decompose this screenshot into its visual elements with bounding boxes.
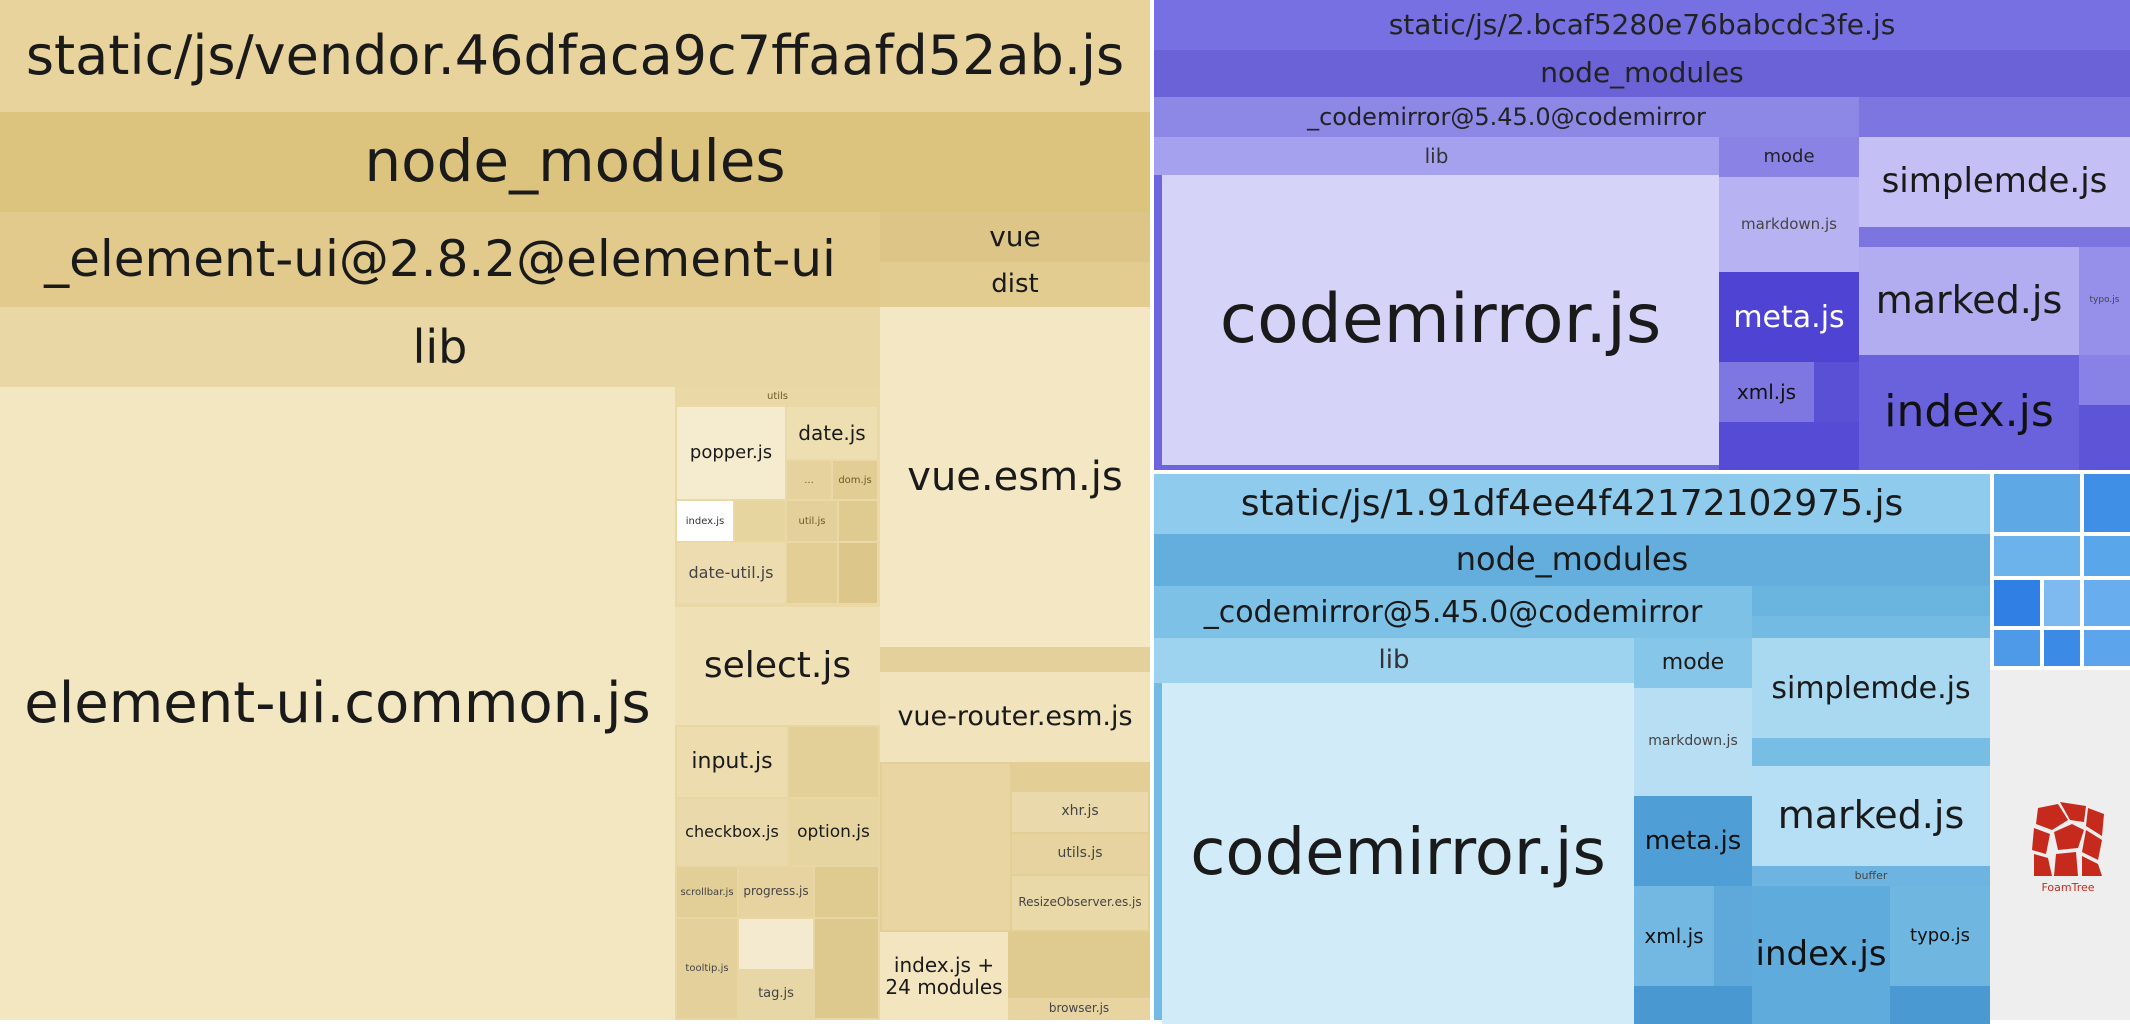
chunk2-small-module[interactable] (2079, 355, 2130, 405)
chunk2-simplemde-js[interactable]: simplemde.js (1859, 137, 2130, 227)
small-module[interactable] (815, 867, 878, 917)
vendor-chunk[interactable]: static/js/vendor.46dfaca9c7ffaafd52ab.js… (0, 0, 1150, 1020)
resize-observer-js[interactable]: ResizeObserver.es.js (1012, 876, 1148, 930)
small-module[interactable] (787, 543, 837, 603)
chunk1-marked-js[interactable]: marked.js (1752, 766, 1990, 866)
chunk1-meta-js[interactable]: meta.js (1634, 796, 1752, 886)
small-module[interactable] (839, 501, 877, 541)
chunk1-typo-js[interactable]: typo.js (1890, 886, 1990, 986)
chunk2-lib[interactable]: lib (1154, 137, 1719, 175)
chunk2-index-js[interactable]: index.js (1859, 355, 2079, 470)
small-chunk[interactable] (1994, 630, 2040, 666)
chunk2-codemirror-package[interactable]: _codemirror@5.45.0@codemirror (1154, 97, 1859, 137)
small-chunk[interactable] (1994, 580, 2040, 626)
small-chunk[interactable] (1994, 536, 2080, 576)
checkbox-js[interactable]: checkbox.js (677, 799, 787, 865)
chunk2-meta-js[interactable]: meta.js (1719, 272, 1859, 362)
chunk1-codemirror-js[interactable]: codemirror.js (1162, 683, 1634, 1024)
small-chunk[interactable] (2084, 536, 2130, 576)
chunk2-marked-js[interactable]: marked.js (1859, 247, 2079, 355)
small-chunk[interactable] (2084, 580, 2130, 626)
foamtree-icon (2032, 802, 2104, 876)
utils-js[interactable]: utils.js (1012, 834, 1148, 874)
chunk2-xml-js[interactable]: xml.js (1719, 362, 1814, 422)
dots-cell[interactable]: ... (787, 461, 831, 499)
chunk1-codemirror-package[interactable]: _codemirror@5.45.0@codemirror (1154, 586, 1752, 638)
chunk1-xml-js[interactable]: xml.js (1634, 886, 1714, 986)
small-module[interactable] (739, 919, 813, 969)
chunk1-small-module[interactable] (1752, 738, 1990, 766)
tag-js[interactable]: tag.js (739, 971, 813, 1018)
small-chunk[interactable] (2044, 630, 2080, 666)
element-ui-common-js[interactable]: element-ui.common.js (0, 387, 675, 1020)
chunk1-small-package[interactable] (1752, 586, 1990, 616)
chunk2-small-module[interactable] (1719, 422, 1859, 470)
date-util-js[interactable]: date-util.js (677, 543, 785, 603)
chunk2-markdown-js[interactable]: markdown.js (1719, 177, 1859, 272)
index-js-small[interactable]: index.js (677, 501, 733, 541)
chunk2-title: static/js/2.bcaf5280e76babcdc3fe.js (1154, 0, 2130, 50)
chunk1-small-module[interactable] (1890, 986, 1990, 1024)
chunk2-typo-js[interactable]: typo.js (2079, 247, 2130, 355)
chunk1-node-modules[interactable]: node_modules (1154, 534, 1990, 586)
chunk1-mode[interactable]: mode (1634, 638, 1752, 688)
chunk1-buffer[interactable]: buffer (1752, 866, 1990, 886)
vendor-chunk-title: static/js/vendor.46dfaca9c7ffaafd52ab.js (0, 0, 1150, 112)
utils-label: utils (766, 390, 789, 402)
input-js[interactable]: input.js (677, 727, 787, 797)
element-ui-package[interactable]: _element-ui@2.8.2@element-ui (0, 212, 880, 307)
small-chunk[interactable] (2084, 474, 2130, 532)
select-js[interactable]: select.js (675, 607, 880, 725)
tooltip-js[interactable]: tooltip.js (677, 919, 737, 1018)
chunk2-small-package[interactable] (1859, 97, 2130, 137)
small-module[interactable] (815, 919, 878, 1018)
chunk2-small-module[interactable] (1859, 227, 2130, 247)
chunk1-lib[interactable]: lib (1154, 638, 1634, 683)
chunk2-small-module[interactable] (1814, 362, 1859, 422)
chunk2-mode[interactable]: mode (1719, 137, 1859, 177)
small-chunk[interactable] (1994, 474, 2080, 532)
components-group[interactable]: input.js checkbox.js option.js scrollbar… (675, 725, 880, 1020)
date-js[interactable]: date.js (787, 407, 877, 459)
vue-router-group[interactable] (880, 647, 1150, 672)
chunk1-title: static/js/1.91df4ee4f42172102975.js (1154, 474, 1990, 534)
small-chunks-area[interactable] (1990, 470, 2130, 670)
vue-esm-js[interactable]: vue.esm.js (880, 307, 1150, 647)
vue-dist[interactable]: dist (880, 262, 1150, 307)
dom-js[interactable]: dom.js (833, 461, 877, 499)
xhr-js[interactable]: xhr.js (1012, 792, 1148, 832)
vue-package[interactable]: vue (880, 212, 1150, 262)
small-module[interactable] (735, 501, 785, 541)
chunk2[interactable]: static/js/2.bcaf5280e76babcdc3fe.js node… (1150, 0, 2130, 470)
foamtree-logo[interactable]: FoamTree (2028, 800, 2108, 900)
small-module[interactable] (882, 764, 1010, 930)
vendor-node-modules[interactable]: node_modules (0, 112, 1150, 212)
chunk2-codemirror-js[interactable]: codemirror.js (1162, 175, 1719, 465)
chunk2-node-modules[interactable]: node_modules (1154, 50, 2130, 97)
chunk1-index-js[interactable]: index.js (1752, 886, 1890, 1024)
misc-modules-group[interactable]: xhr.js utils.js ResizeObserver.es.js (880, 762, 1150, 932)
browser-js[interactable]: browser.js (1008, 998, 1150, 1020)
index-js-24-modules[interactable]: index.js + 24 modules (880, 932, 1008, 1020)
chunk1-small-module[interactable] (1634, 986, 1752, 1024)
small-module[interactable] (839, 543, 877, 603)
small-module[interactable] (1008, 932, 1150, 998)
utils-group[interactable]: utils popper.js date.js ... dom.js index… (675, 387, 880, 607)
chunk1-small-module[interactable] (1714, 886, 1752, 986)
progress-js[interactable]: progress.js (739, 867, 813, 917)
chunk2-small-module[interactable] (2079, 405, 2130, 470)
option-js[interactable]: option.js (789, 799, 878, 865)
util-js[interactable]: util.js (787, 501, 837, 541)
element-ui-lib[interactable]: lib (0, 307, 880, 387)
chunk1[interactable]: static/js/1.91df4ee4f42172102975.js node… (1150, 470, 1990, 1024)
small-module[interactable] (789, 727, 878, 797)
vue-router-esm-js[interactable]: vue-router.esm.js (880, 672, 1150, 762)
small-chunk[interactable] (2084, 630, 2130, 666)
scrollbar-js[interactable]: scrollbar.js (677, 867, 737, 917)
chunk1-simplemde-js[interactable]: simplemde.js (1752, 638, 1990, 738)
small-chunk[interactable] (2044, 580, 2080, 626)
foamtree-label: FoamTree (2041, 880, 2095, 894)
chunk1-markdown-js[interactable]: markdown.js (1634, 688, 1752, 796)
popper-js[interactable]: popper.js (677, 407, 785, 499)
